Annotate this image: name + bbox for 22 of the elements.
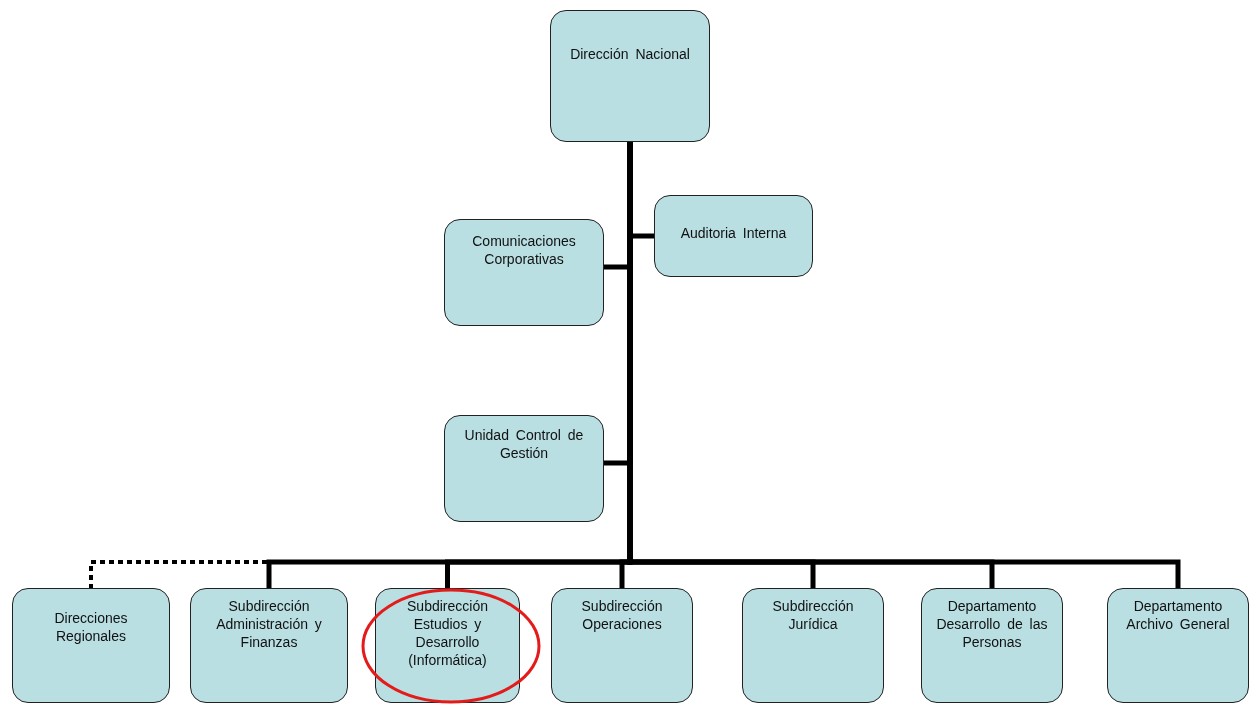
unit-name: Dirección Nacional: [569, 45, 691, 63]
unit-name: Comunicaciones Corporativas: [471, 232, 577, 268]
org-unit-box: [742, 588, 884, 703]
unit-name: Direcciones Regionales: [53, 609, 129, 645]
org-unit-box: [444, 219, 604, 326]
org-unit-box: [921, 588, 1063, 703]
unit-name: Subdirección Estudios y Desarrollo (Informática): [406, 597, 489, 669]
unit-name: Subdirección Jurídica: [771, 597, 855, 633]
org-unit-box: [550, 10, 710, 142]
unit-name: Unidad Control de Gestión: [463, 426, 585, 462]
org-unit-box: [654, 195, 813, 277]
unit-name: Subdirección Administración y Finanzas: [215, 597, 323, 651]
org-unit-box: [1107, 588, 1249, 703]
org-unit-box: [551, 588, 693, 703]
unit-name: Departamento Archivo General: [1125, 597, 1231, 633]
org-unit-box: [375, 588, 520, 703]
unit-name: Departamento Desarrollo de las Personas: [935, 597, 1049, 651]
unit-name: Subdirección Operaciones: [580, 597, 664, 633]
unit-name: Auditoria Interna: [679, 224, 788, 242]
org-unit-box: [444, 415, 604, 522]
org-unit-box: [12, 588, 170, 703]
org-unit-box: [190, 588, 348, 703]
